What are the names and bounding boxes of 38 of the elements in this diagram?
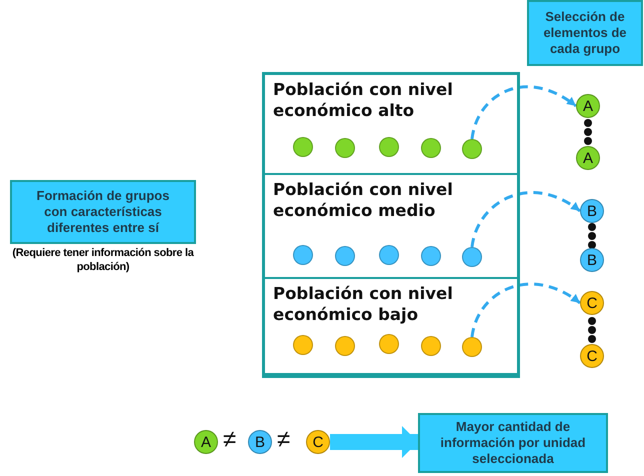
sample-circle: A bbox=[576, 146, 600, 170]
dashed-arrow bbox=[470, 282, 581, 338]
sample-circle: B bbox=[248, 430, 272, 454]
sample-circle: C bbox=[580, 291, 604, 315]
stratum-title: Población con nivel económico bajo bbox=[273, 283, 454, 326]
population-dot bbox=[421, 138, 441, 158]
info-box: Mayor cantidad de información por unidad seleccionada bbox=[418, 413, 608, 473]
stratum-title: Población con nivel económico medio bbox=[273, 179, 454, 222]
block-arrow bbox=[330, 426, 418, 458]
population-dot bbox=[421, 336, 441, 356]
dashed-arrow bbox=[470, 85, 577, 140]
not-equal-sign: ≠ bbox=[223, 428, 236, 452]
population-dot bbox=[293, 335, 313, 355]
population-dot bbox=[462, 337, 482, 357]
population-dot bbox=[293, 245, 313, 265]
stratum-title: Población con nivel económico alto bbox=[273, 79, 454, 122]
population-dot bbox=[335, 138, 355, 158]
population-dot bbox=[293, 137, 313, 157]
not-equal-sign: ≠ bbox=[277, 428, 290, 452]
info-box: Selección de elementos de cada grupo bbox=[527, 0, 643, 66]
population-dot bbox=[335, 336, 355, 356]
sample-circle: B bbox=[580, 199, 604, 223]
note-text: (Requiere tener información sobre la población) bbox=[11, 247, 195, 274]
population-dot bbox=[379, 137, 399, 157]
sample-circle: C bbox=[580, 344, 604, 368]
population-dot bbox=[462, 139, 482, 159]
strata-frame bbox=[262, 72, 520, 378]
sample-circle: A bbox=[576, 94, 600, 118]
population-dot bbox=[379, 334, 399, 354]
sample-circle: A bbox=[194, 430, 218, 454]
sample-circle: C bbox=[306, 430, 330, 454]
info-box: Formación de grupos con características diferentes entre sí bbox=[10, 180, 196, 244]
population-dot bbox=[379, 245, 399, 265]
population-dot bbox=[421, 246, 441, 266]
dashed-arrow bbox=[470, 191, 581, 248]
population-dot bbox=[335, 246, 355, 266]
population-dot bbox=[462, 247, 482, 267]
sample-circle: B bbox=[580, 248, 604, 272]
